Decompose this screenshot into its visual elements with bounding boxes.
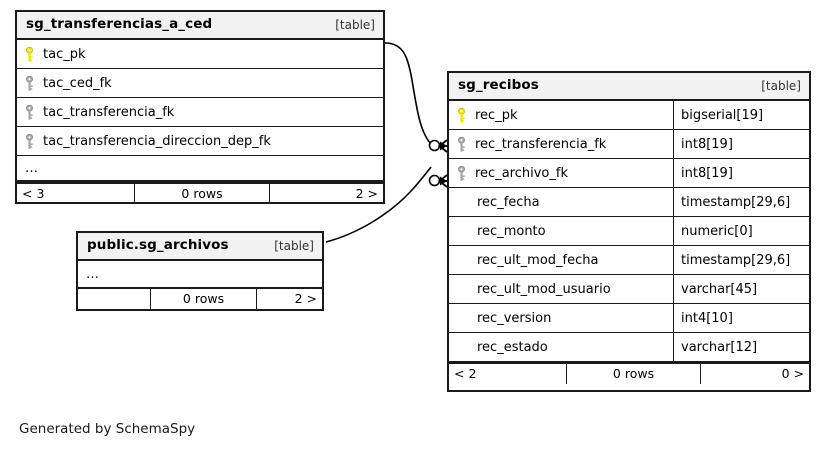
table-row[interactable]: rec_version int4[10] <box>449 304 809 333</box>
column-cell: rec_pk <box>449 101 673 129</box>
primary-key-icon <box>458 107 465 123</box>
footer-next-link[interactable]: 2 > <box>355 185 378 201</box>
footer-prev-link[interactable]: < 2 <box>454 365 477 381</box>
footer-next-link[interactable]: 0 > <box>781 365 804 381</box>
table-row[interactable]: rec_ult_mod_usuario varchar[45] <box>449 275 809 304</box>
table-row[interactable]: rec_fecha timestamp[29,6] <box>449 188 809 217</box>
table-header: sg_transferencias_a_ced [table] <box>17 12 383 40</box>
table-title: public.sg_archivos <box>87 237 229 254</box>
footer-next-link[interactable]: 2 > <box>294 290 317 306</box>
column-cell: rec_version <box>449 304 673 332</box>
column-name: rec_pk <box>475 107 518 123</box>
column-name: rec_fecha <box>477 194 540 210</box>
primary-key-icon <box>26 46 33 62</box>
footer-prev-link[interactable] <box>78 289 150 309</box>
column-cell: rec_archivo_fk <box>449 159 673 187</box>
table-row[interactable]: rec_ult_mod_fecha timestamp[29,6] <box>449 246 809 275</box>
column-type: int8[19] <box>673 159 809 187</box>
column-type: int8[19] <box>673 130 809 158</box>
more-columns-indicator: … <box>86 266 100 282</box>
table-row[interactable]: rec_transferencia_fk int8[19] <box>449 130 809 159</box>
foreign-key-icon <box>26 133 33 149</box>
table-row[interactable]: rec_estado varchar[12] <box>449 333 809 362</box>
column-cell: rec_monto <box>449 217 673 245</box>
column-type: numeric[0] <box>673 217 809 245</box>
column-name: tac_ced_fk <box>43 75 112 91</box>
cardinality-zero-circle <box>428 174 441 187</box>
table-row[interactable]: tac_transferencia_fk <box>17 98 383 127</box>
table-type-tag: [table] <box>274 239 314 253</box>
column-type: timestamp[29,6] <box>673 246 809 274</box>
column-cell: tac_ced_fk <box>17 69 383 97</box>
column-type: int4[10] <box>673 304 809 332</box>
relationship-transferencias-to-recibos <box>384 42 448 153</box>
table-footer: < 3 0 rows 2 > <box>17 182 383 204</box>
table-type-tag: [table] <box>761 79 801 93</box>
table-footer: < 2 0 rows 0 > <box>449 362 809 384</box>
table-title: sg_transferencias_a_ced <box>26 16 213 33</box>
footer-row-count: 0 rows <box>150 289 257 309</box>
column-name: tac_pk <box>43 46 86 62</box>
table-type-tag: [table] <box>335 18 375 32</box>
column-cell: rec_transferencia_fk <box>449 130 673 158</box>
table-sg-transferencias-a-ced[interactable]: sg_transferencias_a_ced [table] tac_pk <box>15 10 385 204</box>
column-type: timestamp[29,6] <box>673 188 809 216</box>
table-row[interactable]: rec_pk bigserial[19] <box>449 101 809 130</box>
column-name: tac_transferencia_direccion_dep_fk <box>43 133 271 149</box>
table-header: public.sg_archivos [table] <box>78 233 322 261</box>
table-row[interactable]: tac_pk <box>17 40 383 69</box>
column-name: tac_transferencia_fk <box>43 104 175 120</box>
table-row[interactable]: tac_transferencia_direccion_dep_fk <box>17 127 383 156</box>
generated-by-credit: Generated by SchemaSpy <box>19 421 196 437</box>
column-name: rec_ult_mod_fecha <box>477 252 599 268</box>
table-sg-recibos[interactable]: sg_recibos [table] rec_pk bigserial[19] <box>447 71 811 392</box>
column-cell: rec_estado <box>449 333 673 361</box>
column-type: bigserial[19] <box>673 101 809 129</box>
table-row[interactable]: rec_archivo_fk int8[19] <box>449 159 809 188</box>
foreign-key-icon <box>458 136 465 152</box>
column-name: rec_ult_mod_usuario <box>477 281 611 297</box>
table-title: sg_recibos <box>458 77 539 94</box>
foreign-key-icon <box>458 165 465 181</box>
cardinality-zero-circle <box>428 139 441 152</box>
table-row[interactable]: rec_monto numeric[0] <box>449 217 809 246</box>
column-name: rec_estado <box>477 339 548 355</box>
foreign-key-icon <box>26 104 33 120</box>
footer-prev-link[interactable]: < 3 <box>22 185 45 201</box>
footer-row-count: 0 rows <box>134 184 270 204</box>
column-name: rec_archivo_fk <box>475 165 568 181</box>
column-name: rec_monto <box>477 223 546 239</box>
column-type: varchar[45] <box>673 275 809 303</box>
table-public-sg-archivos[interactable]: public.sg_archivos [table] … 0 rows 2 > <box>76 231 324 311</box>
footer-row-count: 0 rows <box>566 364 701 384</box>
column-cell: tac_transferencia_direccion_dep_fk <box>17 127 383 155</box>
column-name: rec_version <box>477 310 552 326</box>
table-footer: 0 rows 2 > <box>78 287 322 309</box>
column-cell: rec_ult_mod_usuario <box>449 275 673 303</box>
more-columns-indicator: … <box>17 156 383 182</box>
column-type: varchar[12] <box>673 333 809 361</box>
table-header: sg_recibos [table] <box>449 73 809 101</box>
foreign-key-icon <box>26 75 33 91</box>
column-cell: rec_fecha <box>449 188 673 216</box>
column-cell: tac_transferencia_fk <box>17 98 383 126</box>
column-cell: rec_ult_mod_fecha <box>449 246 673 274</box>
column-name: rec_transferencia_fk <box>475 136 607 152</box>
column-cell: tac_pk <box>17 40 383 68</box>
table-row[interactable]: tac_ced_fk <box>17 69 383 98</box>
